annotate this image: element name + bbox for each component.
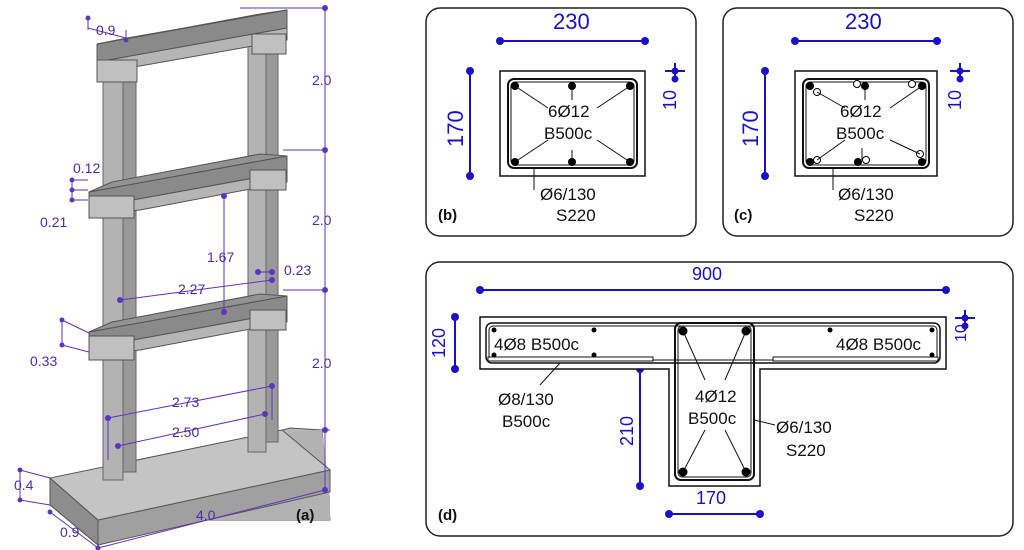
panel-b-stirrup: [507, 78, 638, 169]
panel-d-web-bar-grade: B500c: [688, 409, 737, 428]
dim-beam-web: 0.33: [30, 353, 57, 369]
dim-beam-depth: 0.21: [40, 214, 67, 230]
panel-d-web-stirrup: [674, 322, 755, 481]
panel-c-stirrup: Ø6/130: [838, 185, 894, 204]
panel-b-cover: 10: [660, 90, 680, 110]
panel-b-stirrup: Ø6/130: [540, 185, 596, 204]
dim-foundation-length: 4.0: [196, 507, 216, 523]
panel-c-dimension-dots: [761, 37, 964, 180]
panel-c-bar-grade: B500c: [836, 124, 885, 143]
panel-b-label: (b): [438, 207, 457, 224]
panel-d-cover: 10: [953, 324, 970, 342]
dim-clear-span: 2.27: [178, 281, 205, 297]
panel-b-width: 230: [553, 9, 590, 34]
dim-inner-span: 2.50: [172, 424, 199, 440]
frame-3d-drawing: 0.9 2.0 2.0 2.0 0.12 0.21 1.67 0.23 2.27…: [14, 5, 332, 550]
panel-d-left-bars: 4Ø8 B500c: [494, 335, 580, 354]
dim-foundation-height: 0.4: [14, 477, 34, 493]
panel-d-web-bars: 4Ø12: [695, 387, 737, 406]
panel-a-label: (a): [296, 507, 314, 524]
panel-d-leaders: [539, 330, 776, 473]
panel-b-bar-grade: B500c: [544, 124, 593, 143]
panel-d-web-stirrup-grade: S220: [786, 441, 826, 460]
panel-b-leaders: [514, 85, 631, 190]
panel-b-stirrup-grade: S220: [556, 206, 596, 225]
dim-slab-thickness: 0.12: [73, 160, 100, 176]
panel-c: 230 170 10 6Ø12 B500c Ø6/130 S220 (c): [722, 7, 1014, 237]
dim-clear-height: 1.67: [207, 249, 234, 265]
panel-d: 900 120 10 210 170 4Ø8 B500c 4Ø8 B500c Ø…: [425, 261, 1014, 537]
panel-d-flange-stirrup: Ø8/130: [498, 390, 554, 409]
dim-foundation-width: 0.9: [60, 524, 80, 540]
panel-c-height: 170: [738, 110, 763, 147]
slab-top: [96, 9, 288, 83]
panel-d-right-bars: 4Ø8 B500c: [836, 335, 922, 354]
panel-c-bars: 6Ø12: [840, 102, 882, 121]
panel-c-stirrup-grade: S220: [854, 206, 894, 225]
dim-outer-span: 2.73: [172, 394, 199, 410]
panel-d-flange-stirrup-grade: B500c: [502, 412, 551, 431]
panel-d-flange-depth: 120: [429, 328, 449, 358]
panel-b-bars: 6Ø12: [548, 102, 590, 121]
panel-c-leaders: [816, 85, 923, 190]
panel-b: 230 170 10 6Ø12 B500c Ø6/130 S220 (b): [425, 7, 697, 237]
panel-b-dimension-dots: [466, 37, 679, 180]
dim-story-2: 2.0: [312, 212, 332, 228]
panel-b-height: 170: [443, 110, 468, 147]
panel-d-web-depth: 210: [617, 416, 637, 446]
panel-d-flange-width: 900: [692, 264, 722, 284]
frame-dimension-lines: [19, 7, 330, 549]
panel-d-label: (d): [438, 507, 457, 524]
panel-d-web-stirrup: Ø6/130: [776, 418, 832, 437]
dim-story-1: 2.0: [312, 72, 332, 88]
panel-d-web-width: 170: [696, 488, 726, 508]
frame-dimension-dots: [17, 5, 328, 550]
dim-column-width: 0.23: [284, 262, 311, 278]
dim-top-width: 0.9: [96, 22, 116, 38]
panel-d-rebars: [491, 326, 935, 477]
panel-c-cover: 10: [945, 90, 965, 110]
slab-middle: [88, 153, 288, 219]
slab-bottom: [88, 293, 288, 361]
dim-story-3: 2.0: [312, 355, 332, 371]
panel-c-stirrup: [802, 78, 930, 169]
panel-c-label: (c): [734, 207, 752, 224]
panel-c-width: 230: [845, 9, 882, 34]
